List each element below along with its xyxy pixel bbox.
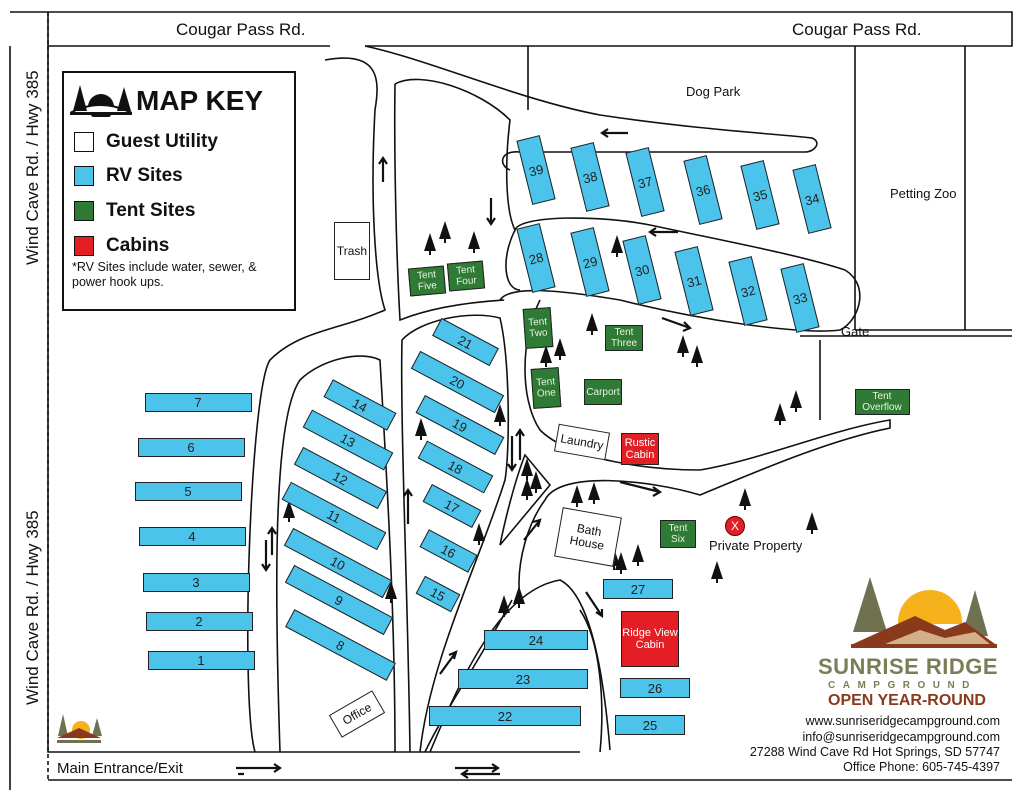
tree-icon [439,221,451,243]
rv-site-rv7[interactable]: 7 [144,392,252,412]
rv-site-rv24[interactable]: 24 [484,630,588,650]
tree-icon [283,500,295,522]
brand-name: SUNRISE RIDGE [818,654,999,679]
brand-subtitle: CAMPGROUND [828,680,977,691]
util-site-bath[interactable]: Bath House [554,507,622,567]
rv-site-rv5[interactable]: 5 [134,481,242,501]
rv-site-rv4[interactable]: 4 [138,526,246,546]
tree-icon [611,235,623,257]
tree-icon [473,523,485,545]
tree-icon [554,338,566,360]
tree-icon [521,458,533,480]
tree-icon [494,404,506,426]
tree-icon [739,488,751,510]
rv-site-rv27[interactable]: 27 [603,579,673,599]
road-label-wind-cave-top: Wind Cave Rd. / Hwy 385 [23,70,42,265]
tent-site-tent3[interactable]: Tent Three [605,325,643,351]
tree-icon [806,512,818,534]
map-key-title: MAP KEY [136,85,264,116]
tent-swatch [74,201,94,221]
address-text: 27288 Wind Cave Rd Hot Springs, SD 57747 [749,745,1000,759]
tent-site-tent4[interactable]: Tent Four [446,260,486,292]
tree-icon [571,485,583,507]
cabin-site-ridge[interactable]: Ridge View Cabin [621,611,679,667]
private-property-icon: X [725,516,745,536]
cabin-swatch [74,236,94,256]
tent-site-tent5[interactable]: Tent Five [407,265,447,297]
key-item-cabins: Cabins [74,235,169,257]
petting-zoo-label: Petting Zoo [890,186,957,201]
rv-site-rv25[interactable]: 25 [615,715,685,735]
rv-site-rv26[interactable]: 26 [620,678,690,698]
main-entrance-label: Main Entrance/Exit [57,760,183,777]
tree-icon [790,390,802,412]
small-brand-logo [57,714,102,743]
tent-site-tent1[interactable]: Tent One [530,367,562,409]
rv-site-rv22[interactable]: 22 [429,706,581,726]
key-item-rv-sites: RV Sites [74,165,183,187]
gate-label: Gate [841,324,870,339]
tree-icon [415,418,427,440]
website-link[interactable]: www.sunriseridgecampground.com [805,714,1000,728]
tree-icon [498,595,510,617]
tree-icon [774,403,786,425]
key-label: RV Sites [106,165,183,186]
key-item-tent-sites: Tent Sites [74,200,195,222]
tent-site-carport[interactable]: Carport [584,379,622,405]
phone-text: Office Phone: 605-745-4397 [843,760,1000,774]
tree-icon [691,345,703,367]
key-item-guest-utility: Guest Utility [74,131,218,153]
tree-icon [540,345,552,367]
road-label-cougar-pass-left: Cougar Pass Rd. [176,20,306,39]
private-property-label: Private Property [709,538,803,553]
key-label: Tent Sites [106,200,196,221]
road-label-cougar-pass-right: Cougar Pass Rd. [792,20,922,39]
map-key: MAP KEY Guest Utility RV Sites Tent Site… [62,71,296,311]
key-label: Cabins [106,235,170,256]
rv-site-rv1[interactable]: 1 [147,650,255,670]
rv-site-rv23[interactable]: 23 [458,669,588,689]
tent-site-tentover[interactable]: Tent Overflow [854,389,910,415]
tree-icon [385,581,397,603]
util-site-trash[interactable]: Trash [334,222,370,280]
tent-site-tent2[interactable]: Tent Two [522,307,554,349]
tree-icon [586,313,598,335]
road-label-wind-cave-bottom: Wind Cave Rd. / Hwy 385 [23,510,42,705]
cabin-site-rustic[interactable]: Rustic Cabin [621,433,659,465]
dog-park-label: Dog Park [686,84,741,99]
rv-site-rv2[interactable]: 2 [145,611,253,631]
tree-icon [513,586,525,608]
email-link[interactable]: info@sunriseridgecampground.com [802,730,1000,744]
rv-site-rv6[interactable]: 6 [137,437,245,457]
brand-logo [845,577,1000,654]
tree-icon [632,544,644,566]
rv-site-rv3[interactable]: 3 [142,572,250,592]
tree-icon [711,561,723,583]
guest-utility-swatch [74,132,94,152]
tree-icon [468,231,480,253]
tree-icon [521,478,533,500]
rv-swatch [74,166,94,186]
key-label: Guest Utility [106,131,218,152]
tree-icon [588,482,600,504]
key-logo-icon [70,85,132,117]
map-key-note: *RV Sites include water, sewer, & power … [72,260,257,289]
tree-icon [424,233,436,255]
open-year-round: OPEN YEAR-ROUND [828,692,986,709]
tree-group [283,221,818,617]
tree-icon [677,335,689,357]
tree-icon [530,471,542,493]
tree-icon [615,552,627,574]
tent-site-tent6[interactable]: Tent Six [660,520,696,548]
